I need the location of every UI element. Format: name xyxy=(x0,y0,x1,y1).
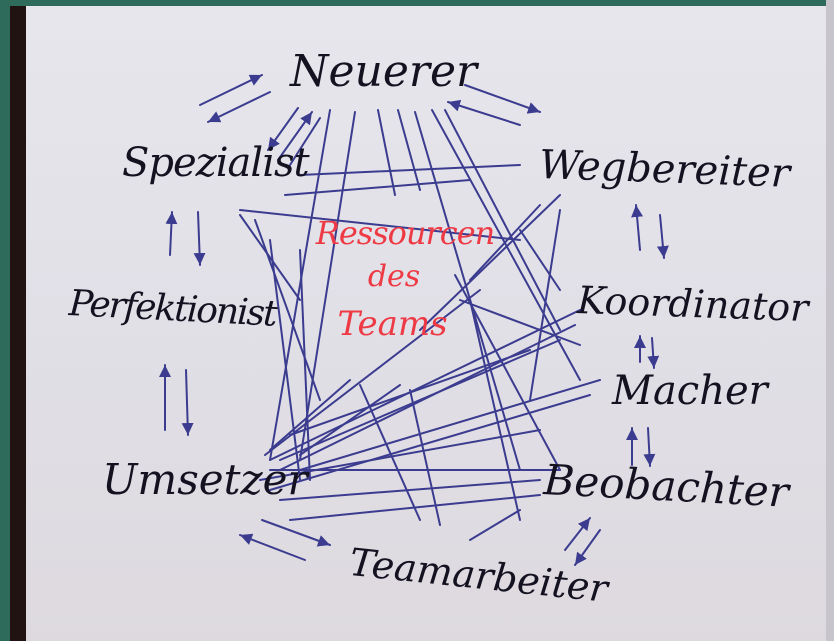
role-macher: Macher xyxy=(612,368,768,414)
role-koordinator: Koordinator xyxy=(576,278,810,331)
background-top xyxy=(0,0,834,6)
role-spezialist: Spezialist xyxy=(122,140,310,186)
flipchart-right-edge xyxy=(826,0,834,641)
role-wegbereiter: Wegbereiter xyxy=(538,142,791,197)
flipchart-paper xyxy=(10,6,828,641)
center-title: Ressourcen des Teams xyxy=(305,212,505,348)
flipchart-left-edge xyxy=(10,6,26,641)
center-line-2: des xyxy=(367,259,421,294)
center-line-3: Teams xyxy=(337,304,448,344)
role-neuerer: Neuerer xyxy=(290,46,478,97)
role-umsetzer: Umsetzer xyxy=(102,455,308,504)
center-line-1: Ressourcen xyxy=(315,214,496,252)
